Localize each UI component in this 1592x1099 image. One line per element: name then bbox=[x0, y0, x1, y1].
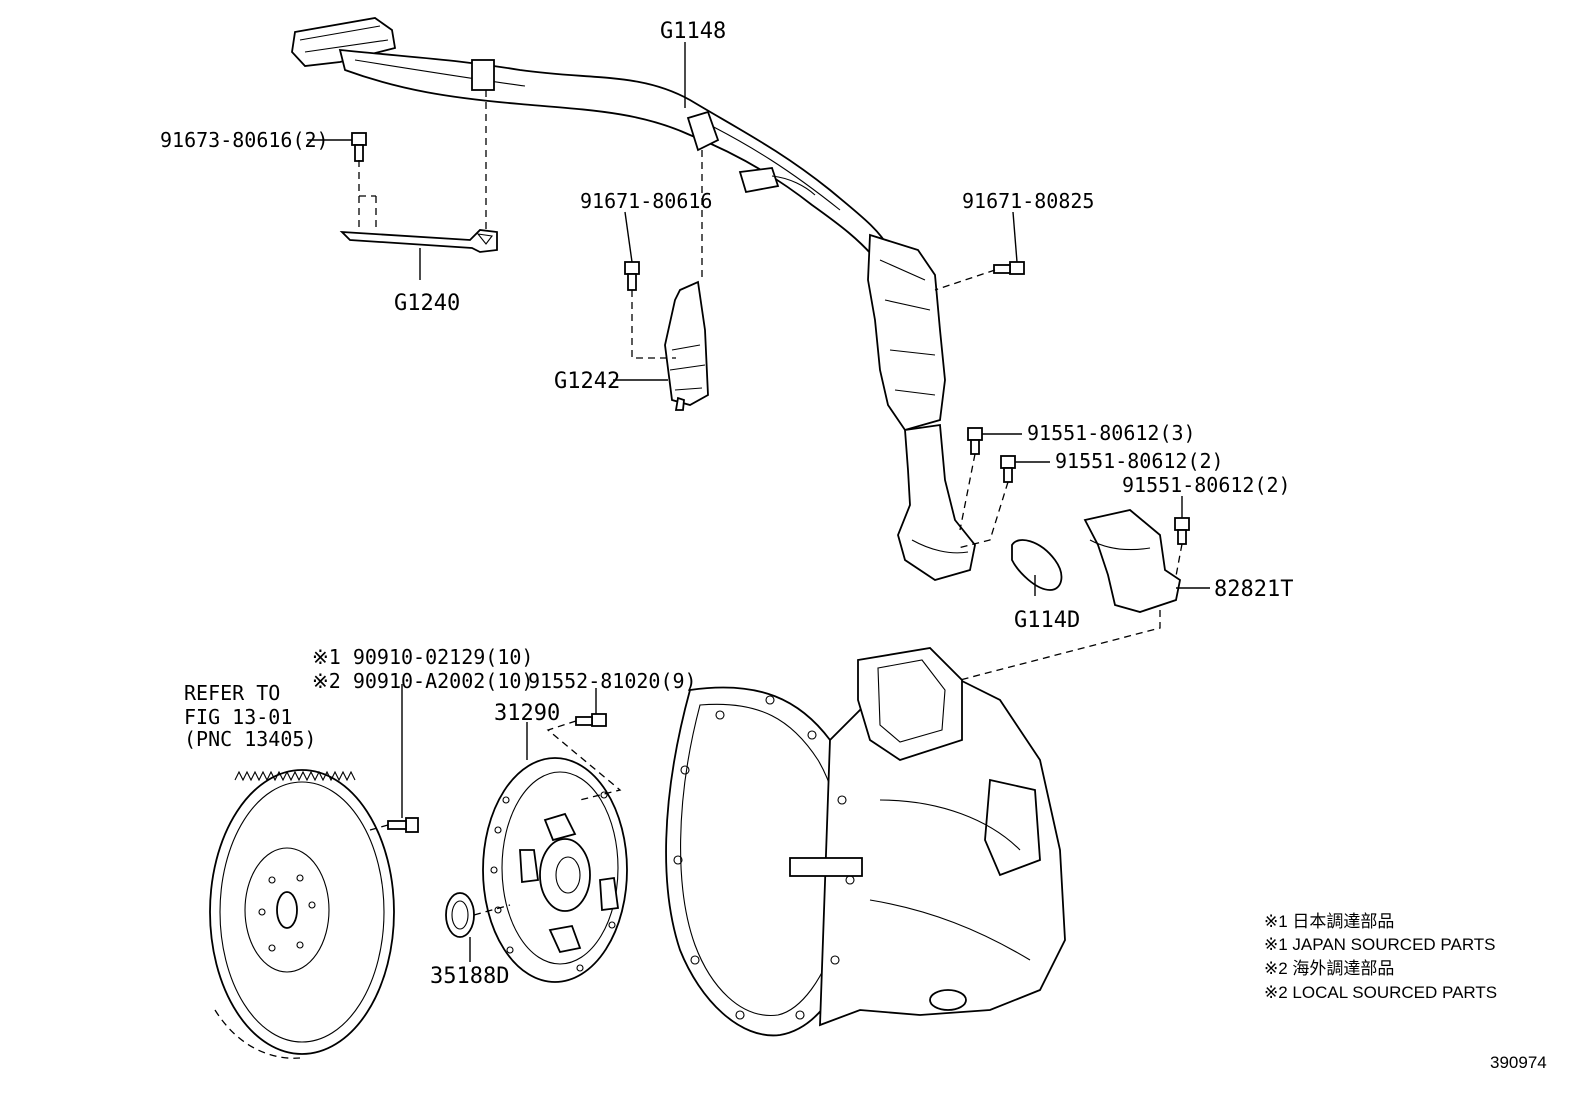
label-31290: 31290 bbox=[494, 701, 560, 726]
refer-to-line2: FIG 13-01 bbox=[184, 705, 292, 729]
flywheel bbox=[209, 769, 395, 1059]
seal-35188d bbox=[445, 892, 475, 938]
refer-to-line3: (PNC 13405) bbox=[184, 727, 316, 751]
transmission-case bbox=[665, 647, 1066, 1037]
label-g1242: G1242 bbox=[554, 369, 620, 394]
label-91671-80616: 91671-80616 bbox=[580, 189, 712, 213]
callout-labels: G1148 91673-80616(2) 91671-80616 91671-8… bbox=[160, 19, 1293, 989]
label-91552-81020: 91552-81020(9) bbox=[528, 669, 697, 693]
bolt-91551-80612-a bbox=[967, 427, 983, 455]
wire-harness-g1148 bbox=[291, 17, 976, 581]
label-91551-80612-b: 91551-80612(2) bbox=[1055, 449, 1224, 473]
clutch-disc-31290 bbox=[482, 757, 628, 983]
alignment-dash-lines bbox=[358, 90, 1183, 916]
label-82821t: 82821T bbox=[1214, 577, 1293, 602]
note-line-4: ※2 LOCAL SOURCED PARTS bbox=[1264, 983, 1497, 1002]
label-91673-80616: 91673-80616(2) bbox=[160, 128, 329, 152]
note-line-2: ※1 JAPAN SOURCED PARTS bbox=[1264, 935, 1496, 954]
label-91551-80612-c: 91551-80612(2) bbox=[1122, 473, 1291, 497]
note-line-1: ※1 日本調達部品 bbox=[1264, 912, 1394, 931]
label-90910-02129: ※1 90910-02129(10) bbox=[312, 645, 533, 669]
bolt-91552-81020 bbox=[575, 713, 607, 727]
leader-lines bbox=[307, 42, 1210, 962]
label-91551-80612-a: 91551-80612(3) bbox=[1027, 421, 1196, 445]
refer-to-line1: REFER TO bbox=[184, 681, 280, 705]
clamp-g1242 bbox=[664, 280, 709, 411]
bolt-91673-80616 bbox=[351, 132, 367, 162]
figure-number: 390974 bbox=[1490, 1053, 1547, 1072]
label-g1240: G1240 bbox=[394, 291, 460, 316]
bolt-90910 bbox=[387, 817, 419, 833]
bolt-91551-80612-c bbox=[1174, 517, 1190, 545]
label-g1148: G1148 bbox=[660, 19, 726, 44]
bolt-91671-80616 bbox=[624, 261, 640, 291]
bolt-91671-80825 bbox=[993, 261, 1025, 275]
bolt-91551-80612-b bbox=[1000, 455, 1016, 483]
label-91671-80825: 91671-80825 bbox=[962, 189, 1094, 213]
cap-g114d bbox=[1011, 539, 1063, 591]
label-g114d: G114D bbox=[1014, 608, 1080, 633]
cover-82821t bbox=[1083, 509, 1182, 613]
sourcing-notes: ※1 日本調達部品 ※1 JAPAN SOURCED PARTS ※2 海外調達… bbox=[1264, 912, 1497, 1002]
bracket-g1240 bbox=[339, 229, 498, 253]
note-line-3: ※2 海外調達部品 bbox=[1264, 959, 1394, 978]
label-90910-a2002: ※2 90910-A2002(10) bbox=[312, 669, 533, 693]
label-35188d: 35188D bbox=[430, 964, 509, 989]
